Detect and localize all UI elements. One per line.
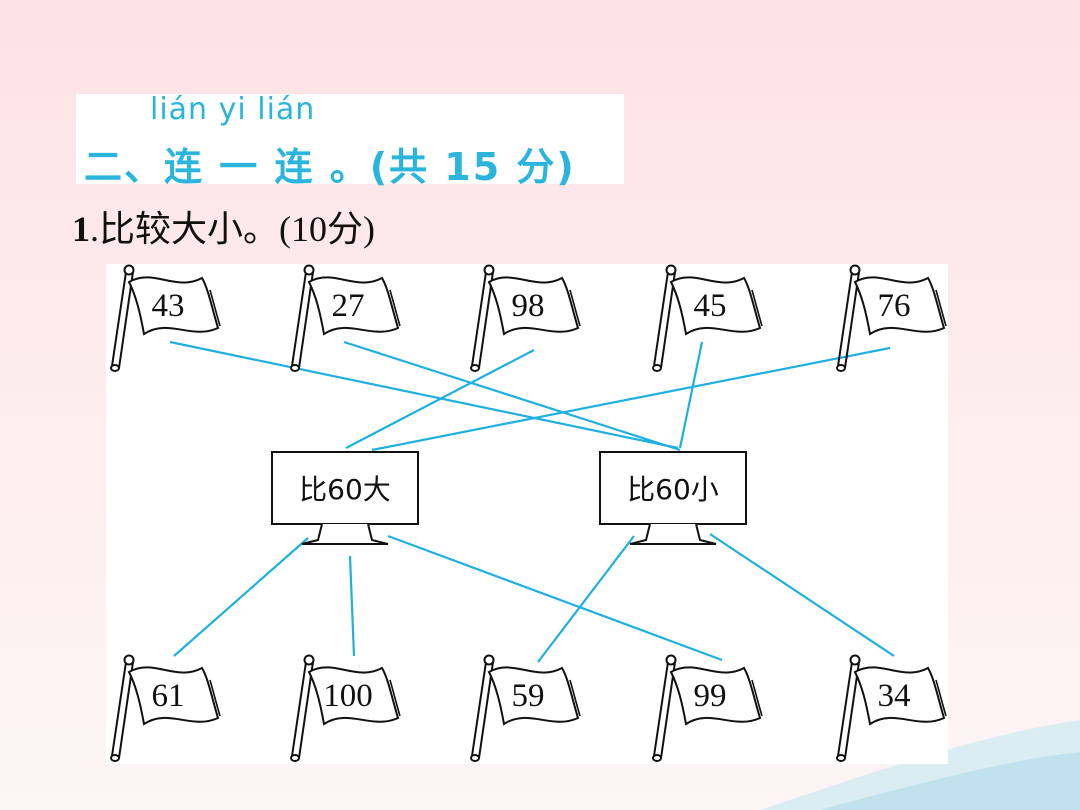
flag-base (110, 754, 120, 762)
flag-cloth (127, 666, 220, 726)
flag-number: 99 (694, 678, 727, 714)
flag-cloth (127, 276, 220, 336)
flag-fold (935, 679, 947, 717)
answer-line (345, 349, 535, 449)
flag-number: 76 (878, 288, 911, 324)
flag-fold (935, 289, 947, 327)
answer-line (343, 340, 681, 452)
flag-number: 59 (512, 678, 545, 714)
flag-number: 45 (694, 288, 727, 324)
box-stand (629, 523, 717, 545)
flag-fold (389, 679, 401, 717)
answer-line (169, 340, 679, 450)
flag-fold (569, 679, 581, 717)
flag-59: 59 (470, 654, 581, 762)
answer-line (371, 346, 891, 452)
flag-base (836, 754, 846, 762)
flag-pole (837, 271, 853, 367)
flag-61: 61 (110, 654, 221, 762)
flag-number: 98 (512, 288, 545, 324)
box-greater-than-60: 比60大 (271, 451, 419, 545)
flag-cloth (669, 666, 762, 726)
flag-base (110, 364, 120, 372)
flag-base (470, 754, 480, 762)
flag-base (652, 364, 662, 372)
flag-pole (471, 661, 487, 757)
flag-pole (111, 271, 127, 367)
box-screen (599, 451, 747, 525)
answer-line (387, 534, 723, 662)
flag-cloth (307, 666, 400, 726)
flag-finial (849, 264, 861, 276)
flag-finial (483, 264, 495, 276)
flag-76: 76 (836, 264, 947, 372)
flag-finial (665, 264, 677, 276)
flag-cloth (307, 276, 400, 336)
flag-fold (569, 289, 581, 327)
question-line: 1.比较大小。(10分) (72, 200, 375, 252)
flag-finial (123, 264, 135, 276)
question-text: .比较大小。(10分) (90, 209, 375, 249)
flag-number: 61 (152, 678, 185, 714)
flag-cloth (853, 666, 946, 726)
flag-finial (665, 654, 677, 666)
flag-base (290, 364, 300, 372)
flag-number: 100 (323, 678, 373, 714)
flag-98: 98 (470, 264, 581, 372)
flag-base (836, 364, 846, 372)
answer-line (348, 555, 356, 657)
box-screen (271, 451, 419, 525)
flag-cloth (487, 276, 580, 336)
box-label: 比60小 (627, 473, 719, 506)
flag-base (290, 754, 300, 762)
flag-cloth (669, 276, 762, 336)
flag-pole (837, 661, 853, 757)
flag-45: 45 (652, 264, 763, 372)
flag-43: 43 (110, 264, 221, 372)
flag-fold (751, 679, 763, 717)
flag-cloth (853, 276, 946, 336)
flag-finial (303, 264, 315, 276)
flag-pole (291, 271, 307, 367)
flag-finial (483, 654, 495, 666)
flag-number: 34 (878, 678, 911, 714)
flag-34: 34 (836, 654, 947, 762)
flag-base (652, 754, 662, 762)
box-less-than-60: 比60小 (599, 451, 747, 545)
flag-fold (209, 679, 221, 717)
answer-line (678, 341, 704, 449)
flag-fold (751, 289, 763, 327)
box-label: 比60大 (299, 473, 391, 506)
matching-diagram: 43 27 98 45 76 61 100 59 99 34 比60大 比60小 (110, 264, 947, 762)
flag-base (470, 364, 480, 372)
flag-pole (471, 271, 487, 367)
flag-number: 27 (332, 288, 365, 324)
answer-line (537, 535, 635, 663)
flag-cloth (487, 666, 580, 726)
flag-pole (653, 661, 669, 757)
flag-99: 99 (652, 654, 763, 762)
flag-finial (123, 654, 135, 666)
box-stand (301, 523, 389, 545)
flag-27: 27 (290, 264, 401, 372)
flag-pole (653, 271, 669, 367)
flag-pole (291, 661, 307, 757)
flag-fold (389, 289, 401, 327)
flag-fold (209, 289, 221, 327)
flag-finial (849, 654, 861, 666)
flag-pole (111, 661, 127, 757)
exercise-panel: 43 27 98 45 76 61 100 59 99 34 比60大 比60小 (106, 264, 948, 764)
answer-line (709, 533, 895, 657)
question-number: 1 (72, 209, 90, 249)
section-title: 二、连 一 连 。(共 15 分) (84, 145, 576, 189)
pinyin-annotation: lián yi lián (150, 92, 316, 127)
flag-number: 43 (152, 288, 185, 324)
flag-finial (303, 654, 315, 666)
answer-line (173, 537, 309, 657)
flag-100: 100 (290, 654, 401, 762)
section-header (76, 94, 624, 184)
